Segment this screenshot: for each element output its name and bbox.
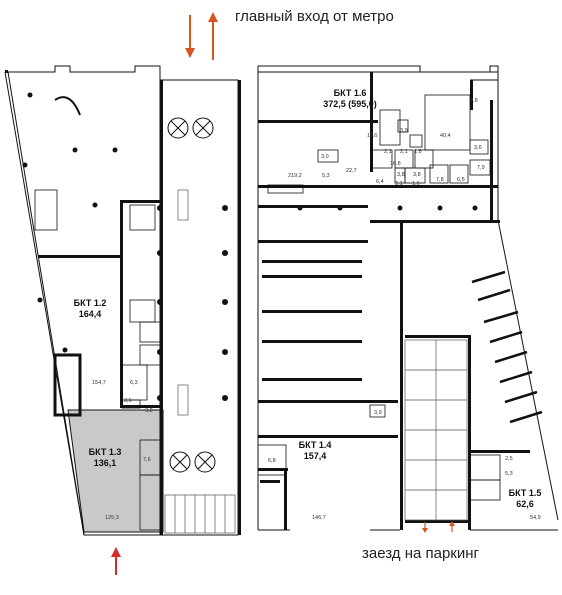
unit-bkt-1-6-label[interactable]: БКТ 1.6 372,5 (595,0)	[300, 88, 400, 110]
room-area: 2,5	[505, 456, 513, 462]
unit-name: БКТ 1.4	[298, 440, 332, 450]
room-area: 219,2	[288, 173, 302, 179]
room-area: 2,8	[470, 98, 478, 104]
room-area: 7,8	[436, 177, 444, 183]
unit-bkt-1-5-label[interactable]: БКТ 1.5 62,6	[495, 488, 555, 510]
room-area: 3,8	[413, 172, 421, 178]
unit-area: 372,5 (595,0)	[323, 99, 377, 109]
room-area: 146,7	[312, 515, 326, 521]
entrance-arrow	[111, 547, 121, 575]
room-area: 3,6	[474, 145, 482, 151]
room-area: 5,3	[505, 471, 513, 477]
room-area: 1,6	[412, 181, 420, 187]
room-area: 22,7	[346, 168, 357, 174]
room-area: 6,8	[268, 458, 276, 464]
parking-entrance-caption: заезд на паркинг	[362, 545, 479, 562]
unit-bkt-1-6-rooms	[267, 94, 491, 194]
parking-arrows	[422, 521, 455, 533]
unit-area: 164,4	[78, 309, 102, 319]
room-area: 154,7	[92, 380, 106, 386]
room-area: 7,6	[143, 457, 151, 463]
room-area: 3,9	[400, 128, 408, 134]
metro-entrance-caption: главный вход от метро	[235, 8, 394, 25]
entrance-arc	[54, 96, 81, 116]
small-rooms	[34, 189, 501, 531]
unit-name: БКТ 1.6	[333, 88, 367, 98]
room-area: 3,2	[145, 408, 153, 414]
stairs	[164, 189, 468, 534]
unit-name: БКТ 1.2	[73, 298, 107, 308]
unit-area: 136,1	[93, 458, 117, 468]
parking-bays	[471, 270, 543, 424]
room-area: 1,8	[414, 149, 422, 155]
room-area: 6,5	[457, 177, 465, 183]
unit-bkt-1-3-label[interactable]: БКТ 1.3 136,1	[75, 447, 135, 469]
walls	[5, 70, 530, 535]
room-area: 6,4	[376, 179, 384, 185]
room-area: 5,3	[322, 173, 330, 179]
unit-name: БКТ 1.5	[508, 488, 542, 498]
right-building-outline	[257, 65, 559, 531]
room-area: 3,9	[374, 410, 382, 416]
room-area: 54,9	[530, 515, 541, 521]
unit-name: БКТ 1.3	[88, 447, 122, 457]
room-area: 16,8	[390, 161, 401, 167]
unit-area: 157,4	[303, 451, 327, 461]
room-area: 40,4	[440, 133, 451, 139]
unit-bkt-1-3-fill	[67, 409, 164, 533]
metro-arrows	[185, 12, 218, 60]
escalator-symbols	[167, 117, 216, 473]
room-area: 3,8	[397, 172, 405, 178]
unit-bkt-1-2-label[interactable]: БКТ 1.2 164,4	[60, 298, 120, 320]
room-area: 2,1	[395, 181, 403, 187]
room-area: 125,3	[105, 515, 119, 521]
unit-bkt-1-4-label[interactable]: БКТ 1.4 157,4	[280, 440, 350, 462]
room-area: 2,1	[384, 149, 392, 155]
columns	[22, 92, 478, 401]
room-area: 2,1	[400, 149, 408, 155]
room-area: 7,9	[477, 165, 485, 171]
room-area: 3,6	[124, 398, 132, 404]
room-area: 11,6	[367, 133, 378, 139]
room-area: 3,0	[321, 154, 329, 160]
unit-area: 62,6	[516, 499, 534, 509]
room-area: 6,3	[130, 380, 138, 386]
